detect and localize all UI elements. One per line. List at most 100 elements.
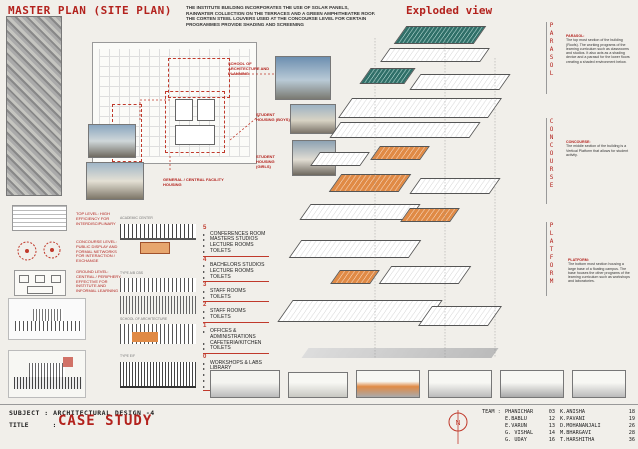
- level-number: 4: [203, 256, 207, 263]
- team-member-number: 13: [548, 423, 555, 429]
- legend-top-level: TOP LEVEL: HIGH EFFICIENCY FOR INTERDISC…: [76, 211, 116, 226]
- title-colon: :: [52, 421, 57, 429]
- north-label: N: [455, 420, 460, 427]
- team-member-name: T.HARSHITHA: [560, 437, 595, 443]
- programme-item: STAFF ROOMS: [203, 288, 269, 295]
- programme-item: CAFETERIA/KITCHEN: [203, 340, 269, 347]
- level-number: 5: [203, 225, 207, 231]
- team-member: G. VISHAL 14: [505, 430, 555, 437]
- connector-lines: [139, 73, 275, 170]
- team-member-name: G. UDAY: [505, 437, 527, 443]
- section-drawings-column: ACADEMIC CENTER TYPE A/B CBS SCHOOL OF A…: [120, 216, 200, 396]
- programme-item: MASTERS STUDIOS: [203, 237, 269, 243]
- team-member: E.VARUN 13: [505, 423, 555, 430]
- level-number: 3: [203, 282, 207, 289]
- legend-ground-level: GROUND LEVEL: CENTRAL / PERIPHERY, EFFEC…: [76, 269, 122, 294]
- team-label: TEAM :: [482, 409, 501, 415]
- render-thumbnail: [428, 370, 492, 398]
- programme-item: OFFICES & ADMINISTRATIONS: [203, 328, 269, 340]
- team-member: K.PAVANI 19: [560, 416, 635, 423]
- side-label-platform: P L A T F O R M: [546, 222, 556, 296]
- building-photo: [290, 104, 336, 134]
- render-thumbnail: [356, 370, 420, 398]
- intro-text: The institute building incorporates the …: [186, 5, 376, 27]
- legend-concourse-level: CONCOURSE LEVEL: PUBLIC DISPLAY AND FORM…: [76, 239, 118, 264]
- site-boundary-dashed: [165, 91, 225, 153]
- team-member-number: 03: [548, 409, 555, 415]
- corten-louvers: [132, 332, 158, 342]
- programme-divider: [203, 321, 269, 323]
- team-member-number: 12: [548, 416, 555, 422]
- building-photo: [275, 56, 331, 100]
- team-member-name: D.MOHANANJALI: [560, 423, 601, 429]
- building-footprint: [175, 125, 215, 145]
- note-concourse-title: CONCOURSE:: [566, 140, 591, 144]
- render-thumbnail: [500, 370, 564, 398]
- team-member-number: 19: [628, 416, 635, 422]
- programme-item: TOILETS: [203, 274, 269, 281]
- label-school: SCHOOL OF ARCHITECTURE AND PLANNING: [228, 61, 270, 76]
- label-housing-girls: STUDENT HOUSING (GIRLS): [256, 154, 275, 169]
- team-member-name: K.ANISHA: [560, 409, 585, 415]
- title-label: TITLE :: [9, 421, 56, 429]
- section-drawing: [8, 350, 86, 398]
- level-diagram-concourse: [17, 241, 61, 261]
- side-label-parasol: P A R A S O L: [546, 22, 556, 94]
- programme-divider: [203, 353, 269, 355]
- team-member: G. UDAY 16: [505, 437, 555, 444]
- team-member-name: E.VARUN: [505, 423, 527, 429]
- programme-item: STAFF ROOMS: [203, 308, 269, 315]
- team-member-number: 18: [628, 409, 635, 415]
- programme-item: TOILETS: [203, 294, 269, 301]
- team-member-number: 14: [548, 430, 555, 436]
- north-arrow-icon: N: [448, 410, 468, 444]
- team-member: K.ANISHA 18: [560, 409, 635, 416]
- note-concourse: CONCOURSE: The middle section of the bui…: [566, 140, 632, 157]
- note-platform-title: PLATFORM:: [568, 258, 589, 262]
- team-member-number: 16: [548, 437, 555, 443]
- note-platform: PLATFORM: The bottom most section housin…: [568, 258, 632, 284]
- programme-item: WORKSHOPS & LABS: [203, 360, 269, 367]
- building-footprint: [175, 99, 193, 121]
- elevation-drawing: [8, 298, 86, 340]
- team-member-name: K.PAVANI: [560, 416, 585, 422]
- label-housing-boys: STUDENT HOUSING (BOYS): [256, 112, 290, 122]
- label-general-housing: GENERAL / CENTRAL FACILITY HOUSING: [163, 177, 224, 187]
- render-thumbnail: [210, 370, 280, 398]
- render-strip: [210, 360, 630, 402]
- programme-item: TOILETS: [203, 248, 269, 255]
- label-academic: ACADEMIC CENTER: [120, 216, 153, 220]
- level-number: 0: [203, 354, 207, 361]
- programme-item: BACHELORS STUDIOS: [203, 263, 269, 269]
- note-parasol-text: The top most section of the building (Ro…: [566, 38, 630, 64]
- exploded-axonometric: [275, 18, 545, 398]
- label-type-e: TYPE E/F: [120, 354, 136, 358]
- footer-divider: [0, 404, 638, 405]
- render-thumbnail: [572, 370, 626, 398]
- programme-item: LIBRARY: [203, 366, 269, 372]
- building-footprint: [197, 99, 215, 121]
- note-platform-text: The bottom most section housing a large …: [568, 262, 630, 284]
- programme-item: TOILETS: [203, 314, 269, 321]
- render-thumbnail: [288, 372, 348, 398]
- team-member-name: G. VISHAL: [505, 430, 534, 436]
- building-photo: [86, 162, 144, 200]
- team-member-number: 28: [628, 430, 635, 436]
- label-type-ab: TYPE A/B CBS: [120, 271, 143, 275]
- school-zone-outline: [168, 58, 230, 98]
- team-member: T.HARSHITHA 36: [560, 437, 635, 444]
- programme-divider: [203, 281, 269, 283]
- team-member-number: 36: [628, 437, 635, 443]
- level-diagram-ground: [14, 270, 66, 296]
- corten-louvers: [140, 242, 170, 254]
- team-member: D.MOHANANJALI 26: [560, 423, 635, 430]
- programme-item: LECTURE ROOMS: [203, 242, 269, 249]
- team-member-number: 26: [628, 423, 635, 429]
- section-strip: [120, 224, 196, 240]
- aerial-map-image: [6, 16, 62, 196]
- note-concourse-text: The middle section of the building is a …: [566, 144, 629, 157]
